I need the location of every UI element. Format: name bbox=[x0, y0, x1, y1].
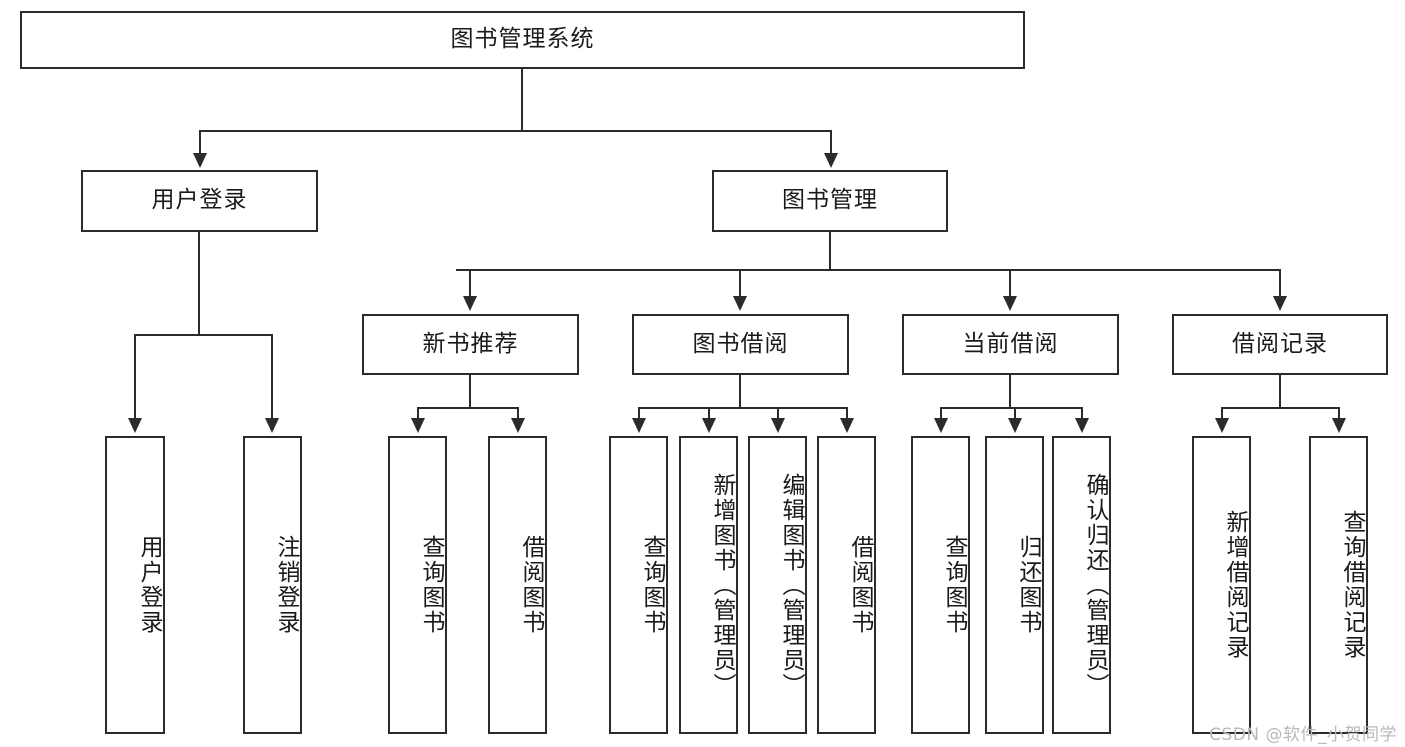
arrowhead-leaf-add-record bbox=[1215, 418, 1229, 433]
edge-borrow-record-stem bbox=[1279, 375, 1281, 409]
arrowhead-user-login bbox=[193, 153, 207, 168]
edge-bb-to-query-book bbox=[638, 407, 640, 419]
arrowhead-book-borrow bbox=[733, 296, 747, 311]
edge-new-book-rec-stem bbox=[469, 375, 471, 409]
node-leaf-user-login-label: 用户登录 bbox=[136, 535, 162, 635]
edge-borrow-record-bus bbox=[1221, 407, 1339, 409]
node-leaf-query-book-br-label: 查询图书 bbox=[639, 535, 665, 635]
node-leaf-add-record[interactable]: 新增借阅记录 bbox=[1192, 436, 1251, 734]
arrowhead-leaf-edit-book bbox=[771, 418, 785, 433]
node-leaf-add-book[interactable]: 新增图书（管理员） bbox=[679, 436, 738, 734]
node-leaf-confirm-return-label: 确认归还（管理员） bbox=[1082, 472, 1108, 698]
node-book-borrow[interactable]: 图书借阅 bbox=[632, 314, 849, 375]
edge-bm-to-borrow-record bbox=[1279, 269, 1281, 297]
arrowhead-borrow-record bbox=[1273, 296, 1287, 311]
node-leaf-query-book-cb[interactable]: 查询图书 bbox=[911, 436, 970, 734]
edge-bm-to-current-borrow bbox=[1009, 269, 1011, 297]
node-leaf-query-book-br[interactable]: 查询图书 bbox=[609, 436, 668, 734]
arrowhead-leaf-borrow-book-br bbox=[840, 418, 854, 433]
node-leaf-add-record-label: 新增借阅记录 bbox=[1222, 510, 1248, 660]
arrowhead-leaf-confirm-return bbox=[1075, 418, 1089, 433]
edge-root-to-book-manage bbox=[830, 130, 832, 155]
edge-nbr-to-query-book bbox=[417, 407, 419, 419]
node-leaf-edit-book[interactable]: 编辑图书（管理员） bbox=[748, 436, 807, 734]
edge-book-manage-stem bbox=[829, 232, 831, 271]
edge-book-borrow-bus bbox=[638, 407, 847, 409]
node-new-book-rec[interactable]: 新书推荐 bbox=[362, 314, 579, 375]
edge-cb-to-query-book bbox=[940, 407, 942, 419]
edge-bm-to-book-borrow bbox=[739, 269, 741, 297]
edge-ul-to-leaf-user-login bbox=[134, 334, 136, 419]
edge-bm-to-new-book-rec bbox=[469, 269, 471, 297]
node-leaf-query-book-rec-label: 查询图书 bbox=[418, 535, 444, 635]
node-leaf-query-record[interactable]: 查询借阅记录 bbox=[1309, 436, 1368, 734]
edge-bb-to-borrow-book bbox=[846, 407, 848, 419]
node-leaf-borrow-book-rec-label: 借阅图书 bbox=[518, 535, 544, 635]
node-leaf-return-book[interactable]: 归还图书 bbox=[985, 436, 1044, 734]
edge-bb-to-add-book bbox=[708, 407, 710, 419]
node-leaf-user-login[interactable]: 用户登录 bbox=[105, 436, 165, 734]
arrowhead-leaf-borrow-book-rec bbox=[511, 418, 525, 433]
node-book-borrow-label: 图书借阅 bbox=[692, 330, 789, 357]
arrowhead-new-book-rec bbox=[463, 296, 477, 311]
arrowhead-leaf-query-record bbox=[1332, 418, 1346, 433]
edge-cb-to-return-book bbox=[1014, 407, 1016, 419]
node-leaf-query-book-rec[interactable]: 查询图书 bbox=[388, 436, 447, 734]
node-leaf-edit-book-label: 编辑图书（管理员） bbox=[778, 472, 804, 698]
edge-user-login-stem bbox=[198, 232, 200, 336]
node-leaf-query-record-label: 查询借阅记录 bbox=[1339, 510, 1365, 660]
edge-nbr-to-borrow-book bbox=[517, 407, 519, 419]
edge-root-stem bbox=[521, 69, 523, 131]
node-root[interactable]: 图书管理系统 bbox=[20, 11, 1025, 69]
node-current-borrow-label: 当前借阅 bbox=[962, 330, 1059, 357]
node-user-login-label: 用户登录 bbox=[151, 187, 248, 214]
edge-book-manage-bus bbox=[456, 269, 1280, 271]
node-user-login[interactable]: 用户登录 bbox=[81, 170, 318, 232]
node-leaf-user-logout[interactable]: 注销登录 bbox=[243, 436, 302, 734]
arrowhead-leaf-return-book bbox=[1008, 418, 1022, 433]
node-leaf-confirm-return[interactable]: 确认归还（管理员） bbox=[1052, 436, 1111, 734]
edge-br-to-query-record bbox=[1338, 407, 1340, 419]
node-leaf-borrow-book-br[interactable]: 借阅图书 bbox=[817, 436, 876, 734]
edge-cb-to-confirm-return bbox=[1081, 407, 1083, 419]
arrowhead-book-manage bbox=[824, 153, 838, 168]
arrowhead-leaf-user-login bbox=[128, 418, 142, 433]
arrowhead-leaf-user-logout bbox=[265, 418, 279, 433]
node-leaf-user-logout-label: 注销登录 bbox=[273, 535, 299, 635]
edge-root-bus bbox=[199, 130, 831, 132]
node-leaf-return-book-label: 归还图书 bbox=[1015, 535, 1041, 635]
node-leaf-query-book-cb-label: 查询图书 bbox=[941, 535, 967, 635]
arrowhead-leaf-query-book-rec bbox=[411, 418, 425, 433]
arrowhead-leaf-query-book-cb bbox=[934, 418, 948, 433]
node-book-manage[interactable]: 图书管理 bbox=[712, 170, 948, 232]
arrowhead-current-borrow bbox=[1003, 296, 1017, 311]
edge-user-login-bus bbox=[134, 334, 273, 336]
edge-ul-to-leaf-user-logout bbox=[271, 334, 273, 419]
edge-new-book-rec-bus bbox=[417, 407, 518, 409]
node-root-label: 图书管理系统 bbox=[450, 26, 595, 53]
node-leaf-borrow-book-br-label: 借阅图书 bbox=[847, 535, 873, 635]
edge-current-borrow-stem bbox=[1009, 375, 1011, 409]
node-current-borrow[interactable]: 当前借阅 bbox=[902, 314, 1119, 375]
node-borrow-record[interactable]: 借阅记录 bbox=[1172, 314, 1388, 375]
node-book-manage-label: 图书管理 bbox=[782, 187, 878, 214]
arrowhead-leaf-add-book bbox=[702, 418, 716, 433]
node-borrow-record-label: 借阅记录 bbox=[1232, 330, 1328, 357]
node-new-book-rec-label: 新书推荐 bbox=[422, 330, 519, 357]
edge-root-to-user-login bbox=[199, 130, 201, 155]
edge-br-to-add-record bbox=[1221, 407, 1223, 419]
node-leaf-borrow-book-rec[interactable]: 借阅图书 bbox=[488, 436, 547, 734]
node-leaf-add-book-label: 新增图书（管理员） bbox=[709, 472, 735, 698]
edge-bb-to-edit-book bbox=[777, 407, 779, 419]
edge-book-borrow-stem bbox=[739, 375, 741, 409]
arrowhead-leaf-query-book-br bbox=[632, 418, 646, 433]
edge-current-borrow-bus bbox=[940, 407, 1081, 409]
